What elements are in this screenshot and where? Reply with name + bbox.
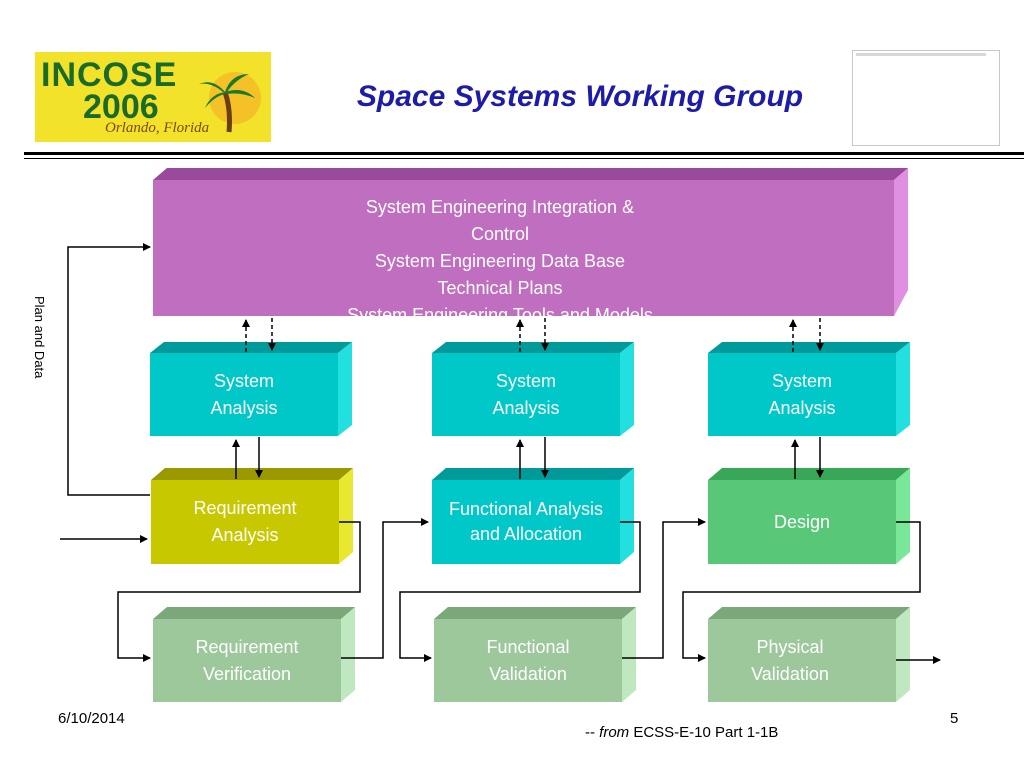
page-title: Space Systems Working Group (356, 80, 804, 113)
logo-text-incose: INCOSE (41, 56, 178, 94)
logo-text-location: Orlando, Florida (105, 120, 210, 136)
process-box-3d-1 (151, 468, 353, 564)
source-from: from (599, 724, 630, 741)
analysis-box-3d-3 (708, 342, 910, 436)
flow-connectors (117, 518, 941, 664)
functional-validation: Functional Validation (486, 636, 570, 684)
header-rule-thick (24, 152, 1024, 155)
system-analysis-3: System Analysis (768, 370, 836, 418)
footer-date: 6/10/2014 (58, 710, 125, 727)
palm-tree-icon (199, 72, 261, 133)
system-analysis-2: System Analysis (492, 370, 560, 418)
process-box-3d-3 (708, 468, 910, 564)
incose-logo: INCOSE 2006 Orlando, Florida (35, 52, 271, 142)
source-citation: -- from ECSS-E-10 Part 1-1B (585, 724, 778, 741)
requirement-verification: Requirement Verification (195, 636, 299, 684)
top-box-3d (153, 168, 908, 316)
validation-box-3d-3 (708, 607, 910, 702)
physical-validation: Physical Validation (751, 636, 829, 684)
analysis-box-3d-1 (150, 342, 352, 436)
validation-box-3d-1 (153, 607, 355, 702)
top-box-text: System Engineering Integration & Control… (347, 197, 653, 316)
placeholder-caption-bar (856, 53, 986, 56)
logo-text-year: 2006 (83, 88, 159, 126)
plan-and-data-loop (60, 243, 151, 543)
page-number: 5 (950, 710, 959, 727)
process-box-3d-2 (432, 468, 634, 564)
requirement-analysis: Requirement Analysis (193, 498, 297, 545)
plan-and-data-label-wrap: Plan and Data (22, 296, 74, 416)
design: Design (773, 511, 831, 532)
plan-and-data-label: Plan and Data (32, 296, 47, 379)
source-rest: ECSS-E-10 Part 1-1B (629, 724, 779, 741)
validation-box-3d-2 (434, 607, 636, 702)
functional-analysis-allocation: Functional Analysis and Allocation (448, 499, 604, 544)
embedded-image-placeholder (852, 50, 1000, 146)
analysis-box-3d-2 (432, 342, 634, 436)
system-analysis-1: System Analysis (210, 370, 278, 418)
solid-connectors (232, 437, 824, 479)
source-prefix: -- (585, 724, 600, 741)
header-rule-thin (24, 158, 1024, 159)
dashed-connectors (242, 318, 824, 352)
